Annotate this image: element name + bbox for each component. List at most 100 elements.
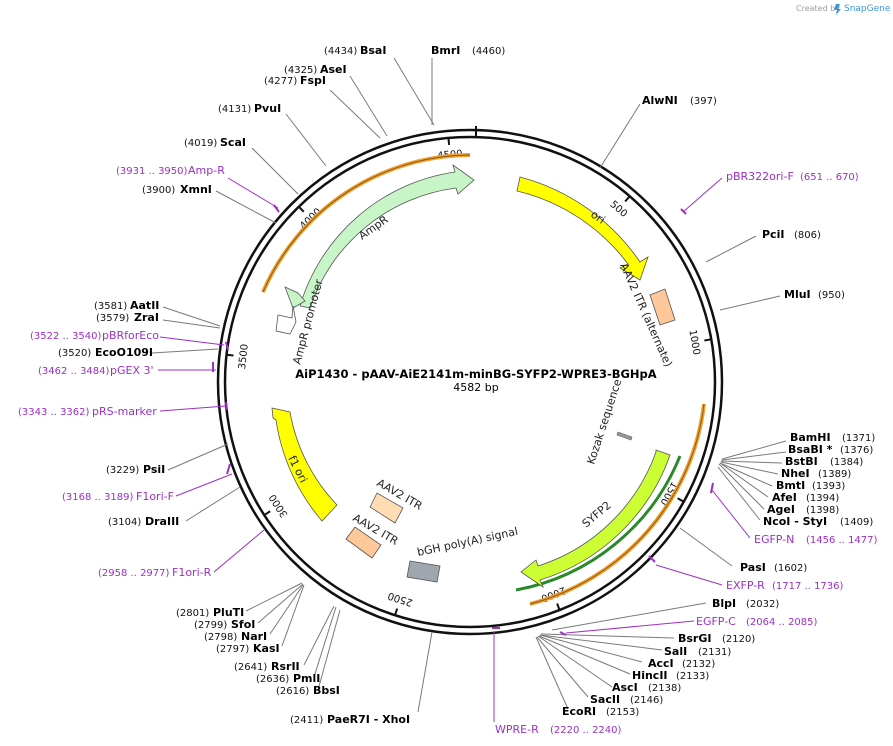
primer-amp-r-range: (3931 .. 3950) <box>116 166 188 177</box>
primer-mark-egfp-n <box>710 482 714 494</box>
leader-pasi <box>679 527 733 567</box>
leader-bstbi <box>720 460 783 464</box>
leader-asei <box>349 75 388 137</box>
leader-egfp-n <box>711 489 751 539</box>
bp-tick-label: 500 <box>607 199 629 220</box>
bp-tick-mark <box>704 338 712 342</box>
primer-wpre-r-name: WPRE-R <box>495 723 539 736</box>
enzyme-draiii-name: DraIII <box>145 515 179 528</box>
bp-tick-mark <box>298 206 305 213</box>
primer-amp-r-name: Amp-R <box>188 164 225 177</box>
leader-bsai <box>393 57 435 126</box>
enzyme-hincii-name: HincII <box>632 669 668 682</box>
enzyme-pvui-name: PvuI <box>254 102 281 115</box>
leader-pbrforeco <box>159 336 225 346</box>
enzyme-pcii-name: PciI <box>762 228 784 241</box>
leader-psii <box>167 443 229 471</box>
enzyme-blpi-pos: (2032) <box>746 599 779 610</box>
ampr-promoter-feature <box>275 305 297 335</box>
primer-mark-f1ori-f <box>226 463 231 475</box>
primer-f1ori-f-name: F1ori-F <box>136 490 174 503</box>
leader-amp-r <box>227 177 279 209</box>
enzyme-bsabi-pos: (1376) <box>840 445 873 456</box>
enzyme-bmri-name: BmrI <box>431 44 460 57</box>
enzyme-bbsi-name: BbsI <box>313 684 340 697</box>
primer-pgex3-name: pGEX 3' <box>110 364 154 377</box>
enzyme-sacii-name: SacII <box>590 693 620 706</box>
enzyme-psii-pos: (3229) <box>106 465 139 476</box>
bgh-polya-feature <box>406 560 441 583</box>
enzyme-hincii-pos: (2133) <box>676 671 709 682</box>
bp-tick-mark <box>556 603 561 611</box>
leader-bmti <box>719 462 773 487</box>
bp-tick-mark <box>624 195 631 203</box>
enzyme-sfoi-pos: (2799) <box>194 620 227 631</box>
credit-text: Created by <box>796 4 840 13</box>
enzyme-bstbi-pos: (1384) <box>830 457 863 468</box>
snapgene-brand: SnapGene <box>844 4 891 14</box>
plasmid-size: 4582 bp <box>453 381 498 394</box>
enzyme-scai-pos: (4019) <box>184 138 217 149</box>
enzyme-psii-name: PsiI <box>143 463 165 476</box>
enzyme-nari-pos: (2798) <box>204 632 237 643</box>
enzyme-nhei-pos: (1389) <box>818 469 851 480</box>
enzyme-pvui-pos: (4131) <box>218 104 251 115</box>
bp-tick-mark <box>226 353 234 357</box>
enzyme-afei-name: AfeI <box>772 491 797 504</box>
enzyme-fspi-name: FspI <box>300 74 326 87</box>
enzyme-bmti-name: BmtI <box>776 479 805 492</box>
leader-xhoi <box>417 631 433 713</box>
enzyme-zrai-name: ZraI <box>134 311 159 324</box>
leader-f1ori-r <box>213 529 265 573</box>
enzyme-bbsi-pos: (2616) <box>276 686 309 697</box>
primer-pgex3-range: (3462 .. 3484) <box>38 366 110 377</box>
primer-mark-pbrforeco <box>225 341 229 351</box>
leader-zrai <box>162 319 221 329</box>
leader-prs-marker <box>159 405 227 412</box>
orf-arc-right-inner <box>529 403 705 605</box>
leader-nhei <box>720 461 779 475</box>
bgh-polya-label: bGH poly(A) signal <box>416 525 519 559</box>
enzyme-agei-name: AgeI <box>767 503 795 516</box>
leader-bsabi <box>721 451 787 461</box>
enzyme-asci-name: AscI <box>612 681 638 694</box>
enzyme-zrai-pos: (3579) <box>96 313 129 324</box>
enzyme-draiii-pos: (3104) <box>108 517 141 528</box>
enzyme-sfoi-name: SfoI <box>231 618 255 631</box>
backbone-inner-circle <box>223 135 717 629</box>
bp-tick-mark <box>677 497 685 503</box>
f1-ori-feature <box>271 407 338 522</box>
snapgene-logo-icon <box>834 4 841 15</box>
leader-acci <box>539 634 643 663</box>
leader-bamhi <box>721 440 787 460</box>
leader-ecoo109i <box>151 348 219 354</box>
enzyme-blpi-name: BlpI <box>712 597 736 610</box>
kozak-sequence-feature <box>616 431 633 441</box>
primer-pbrforeco-range: (3522 .. 3540) <box>30 331 102 342</box>
leader-rsrii <box>303 605 335 666</box>
leader-sfoi <box>257 583 304 624</box>
leader-fspi <box>329 89 381 139</box>
enzyme-asci-pos: (2138) <box>648 683 681 694</box>
leader-pluti <box>245 582 303 612</box>
bp-tick-label: 3000 <box>267 492 290 519</box>
primer-prs-marker-range: (3343 .. 3362) <box>18 407 90 418</box>
plasmid-name: AiP1430 - pAAV-AiE2141m-minBG-SYFP2-WPRE… <box>295 367 657 381</box>
orf-arc-green <box>515 455 682 592</box>
enzyme-mlui-pos: (950) <box>818 290 845 301</box>
enzyme-rsrii-name: RsrII <box>271 660 300 673</box>
leader-pcii <box>705 235 757 263</box>
enzyme-ecori-name: EcoRI <box>562 705 596 718</box>
enzyme-sali-name: SalI <box>664 645 687 658</box>
bp-tick-label: 2500 <box>387 589 415 607</box>
ori-feature <box>516 176 649 281</box>
enzyme-fspi-pos: (4277) <box>264 76 297 87</box>
leader-exfp-r <box>655 564 723 586</box>
enzyme-pmli-pos: (2636) <box>256 674 289 685</box>
enzyme-ecoo109i-pos: (3520) <box>58 348 91 359</box>
enzyme-ecori-pos: (2153) <box>606 707 639 718</box>
leader-afei <box>719 462 769 498</box>
primer-mark-exfp-r <box>648 555 656 563</box>
enzyme-kasi-name: KasI <box>253 642 280 655</box>
